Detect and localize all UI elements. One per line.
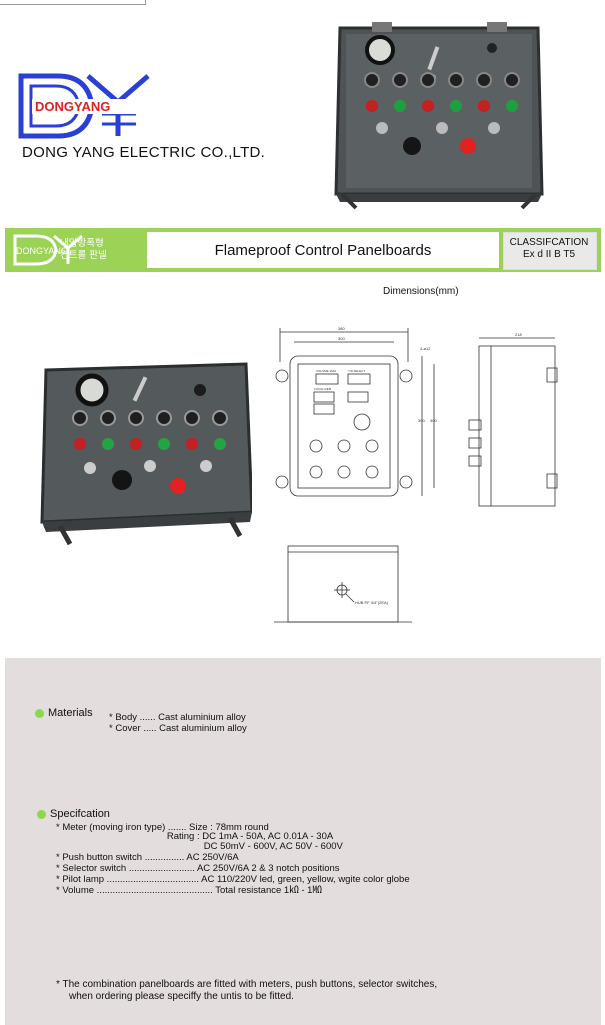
materials-bullet-icon	[35, 709, 44, 718]
svg-text:LOCAL REM: LOCAL REM	[314, 387, 332, 391]
front-view-drawing: 380 300 300 400 4-ø12 VOLUME 1MΩ Y/Δ SEL…	[275, 326, 437, 497]
classification-box	[503, 232, 597, 270]
svg-text:300: 300	[418, 418, 425, 423]
materials-line: * Body ...... Cast aluminium alloy	[109, 712, 246, 723]
materials-line: * Cover ..... Cast aluminium alloy	[109, 723, 247, 734]
svg-text:Y/Δ SELECT: Y/Δ SELECT	[348, 369, 365, 373]
materials-heading: Materials	[48, 707, 93, 719]
spec-line: * Push button switch ............... AC …	[56, 852, 239, 863]
dimensions-heading: Dimensions(mm)	[383, 286, 459, 297]
spec-line: DC 50mV - 600V, AC 50V - 600V	[56, 841, 343, 852]
svg-text:VOLUME 1MΩ: VOLUME 1MΩ	[316, 369, 337, 373]
svg-text:218: 218	[515, 332, 522, 337]
specification-bullet-icon	[37, 810, 46, 819]
svg-text:400: 400	[430, 418, 437, 423]
side-view-drawing: 218	[468, 332, 558, 507]
spec-panel	[5, 658, 601, 1025]
bottom-view-drawing: HUB PF 3/4"(2EA)	[274, 545, 412, 623]
page-title: Flameproof Control Panelboards	[214, 242, 432, 259]
spec-line: * Pilot lamp ...........................…	[56, 874, 410, 885]
panel-photo-top	[334, 22, 544, 210]
note-line-2: when ordering please speciffy the untis …	[69, 991, 294, 1002]
svg-text:4-ø12: 4-ø12	[420, 346, 431, 351]
logo-brand-text: DONGYANG	[35, 99, 110, 114]
spec-line: * Volume ...............................…	[56, 885, 322, 896]
spec-line: * Meter (moving iron type) ....... Size …	[56, 822, 269, 833]
specification-heading: Specifcation	[50, 808, 110, 820]
svg-text:HUB PF 3/4"(2EA): HUB PF 3/4"(2EA)	[355, 600, 389, 605]
svg-text:380: 380	[338, 326, 345, 331]
top-tab-edge	[0, 0, 146, 5]
classification-text: CLASSIFCATION Ex d II B T5	[509, 237, 589, 260]
band-logo-text: DONGYANG	[16, 246, 68, 256]
company-name: DONG YANG ELECTRIC CO.,LTD.	[22, 144, 266, 161]
band-korean-label: 내압방폭형 컨트롤 판넬	[60, 238, 107, 261]
panel-photo-main	[40, 362, 252, 546]
note-line-1: * The combination panelboards are fitted…	[56, 979, 438, 990]
svg-text:300: 300	[338, 336, 345, 341]
band-title-box	[147, 232, 499, 268]
spec-line: * Selector switch ......................…	[56, 863, 340, 874]
band-logo: DONGYANG	[12, 232, 140, 268]
spec-line: Rating : DC 1mA - 50A, AC 0.01A - 30A	[56, 831, 334, 842]
company-logo: DONGYANG	[18, 73, 150, 139]
